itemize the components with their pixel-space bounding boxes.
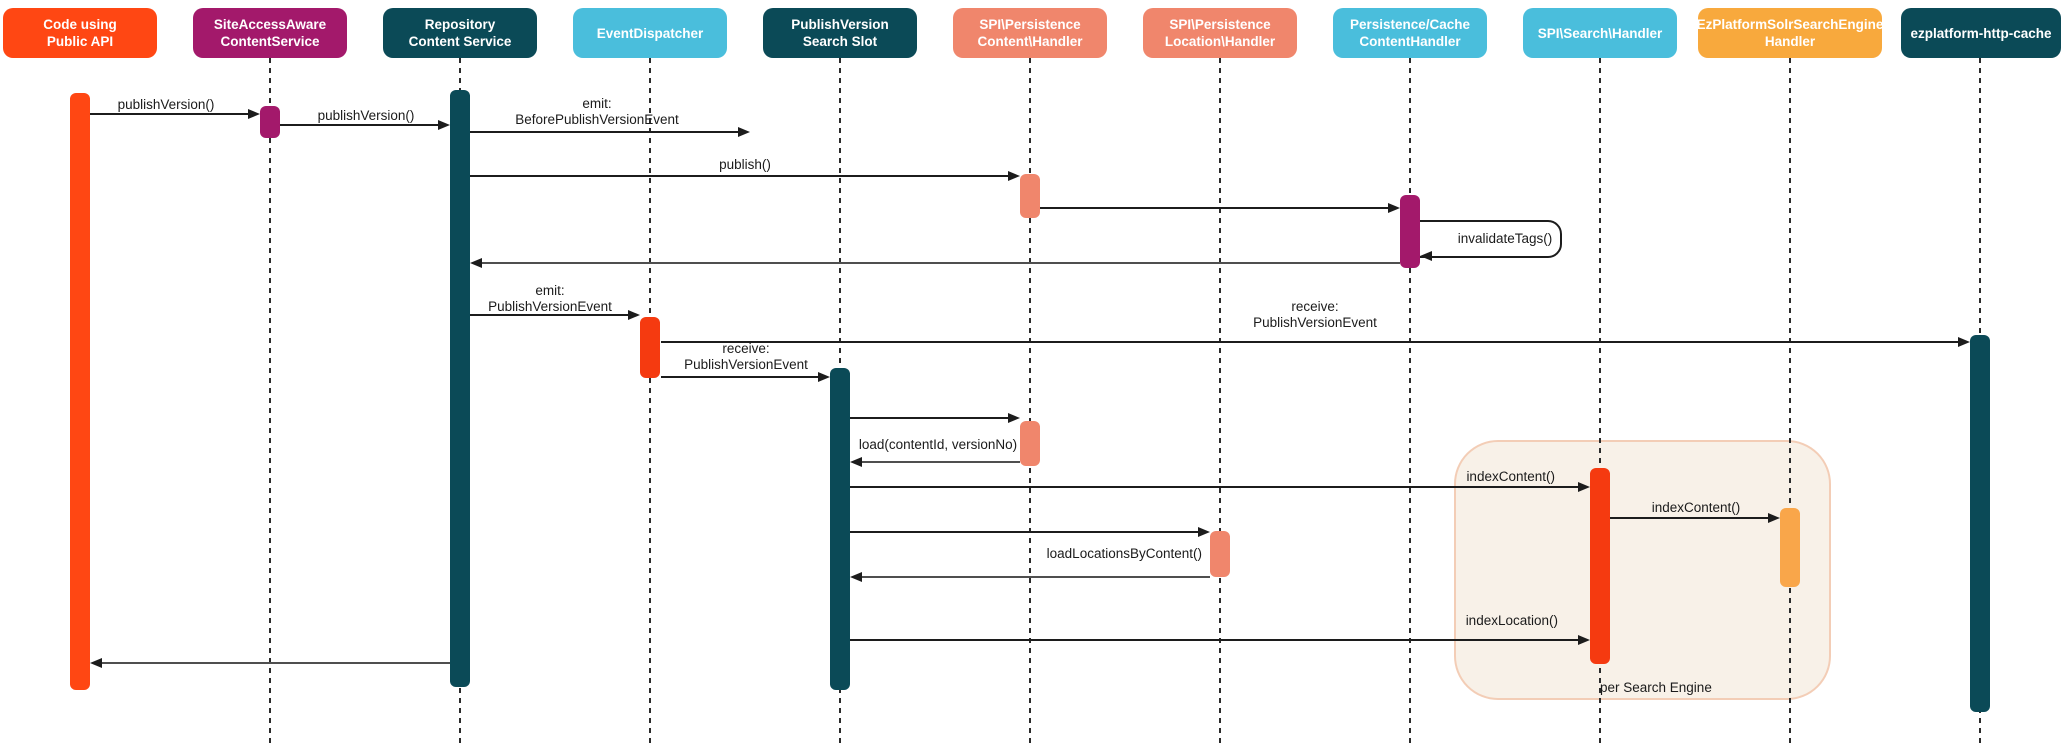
label-emit-publish-version: emit: PublishVersionEvent	[488, 283, 612, 314]
arrow-content-to-persistence	[1040, 207, 1389, 209]
arrowhead-persistence-return	[470, 258, 482, 268]
label-index-location: indexLocation()	[1465, 613, 1558, 628]
activation-code-public-api	[70, 93, 90, 690]
activation-spi-content-handler-publish	[1020, 174, 1040, 218]
activation-http-cache	[1970, 335, 1990, 712]
lifeline-ezplatformsolrsearchengine-handler	[1789, 58, 1791, 745]
activation-solr-engine	[1780, 508, 1800, 587]
arrowhead-index-content	[1578, 482, 1590, 492]
arrowhead-publish-version-1	[248, 109, 260, 119]
arrowhead-emit-publish-version	[628, 310, 640, 320]
per-search-engine-frame	[1454, 440, 1831, 700]
arrow-receive-search-slot	[661, 376, 819, 378]
arrowhead-content-to-persistence	[1388, 203, 1400, 213]
actor-eventdispatcher: EventDispatcher	[573, 8, 727, 58]
arrow-emit-publish-version	[470, 314, 629, 316]
arrow-persistence-return	[481, 262, 1400, 264]
arrow-emit-before-publish	[470, 131, 739, 133]
activation-eventdispatcher	[640, 317, 660, 378]
lifeline-spi-persistence-location-handler	[1219, 58, 1221, 745]
activation-publishversion-search-slot	[830, 368, 850, 690]
arrowhead-receive-search-slot	[818, 372, 830, 382]
actor-code-using-public-api: Code using Public API	[3, 8, 157, 58]
arrow-load-locations	[850, 531, 1199, 533]
lifeline-spi-search-handler	[1599, 58, 1601, 745]
arrow-index-content	[850, 486, 1579, 488]
activation-spi-location-handler	[1210, 531, 1230, 577]
activation-persistence-cache	[1400, 195, 1420, 268]
arrow-final-return	[101, 662, 450, 664]
arrowhead-load-content-return	[850, 457, 862, 467]
actor-repository-content-service: Repository Content Service	[383, 8, 537, 58]
arrow-load-content-return	[861, 461, 1020, 463]
arrowhead-publish	[1008, 171, 1020, 181]
label-receive-http-cache: receive: PublishVersionEvent	[1253, 299, 1377, 330]
actor-spi-search-handler: SPI\Search\Handler	[1523, 8, 1677, 58]
actor-siteaccessaware-contentservice: SiteAccessAware ContentService	[193, 8, 347, 58]
lifeline-siteaccessaware-contentservice	[269, 58, 271, 745]
activation-spi-content-handler-load	[1020, 421, 1040, 466]
arrowhead-load-content	[1008, 413, 1020, 423]
arrowhead-final-return	[90, 658, 102, 668]
actor-spi-persistence-content-handler: SPI\Persistence Content\Handler	[953, 8, 1107, 58]
arrow-load-locations-return	[861, 576, 1210, 578]
arrow-index-location	[850, 639, 1579, 641]
label-publish-version-1: publishVersion()	[117, 97, 215, 112]
lifeline-spi-persistence-content-handler	[1029, 58, 1031, 745]
lifeline-eventdispatcher	[649, 58, 651, 745]
activation-spi-search-handler	[1590, 468, 1610, 664]
arrow-publish-version-1	[90, 113, 249, 115]
arrow-index-content-solr	[1610, 517, 1769, 519]
label-index-content: indexContent()	[1466, 469, 1555, 484]
arrowhead-index-content-solr	[1768, 513, 1780, 523]
label-load-content: load(contentId, versionNo)	[858, 437, 1018, 452]
label-invalidate-tags: invalidateTags()	[1457, 231, 1553, 246]
arrow-receive-http-cache	[661, 341, 1959, 343]
arrowhead-publish-version-2	[438, 120, 450, 130]
arrow-publish	[470, 175, 1009, 177]
actor-persistence-cache-contenthandler: Persistence/Cache ContentHandler	[1333, 8, 1487, 58]
arrow-load-content	[850, 417, 1009, 419]
arrowhead-emit-before-publish	[738, 127, 750, 137]
lifeline-persistence-cache-contenthandler	[1409, 58, 1411, 745]
label-per-search-engine: per Search Engine	[1600, 680, 1712, 695]
actor-spi-persistence-location-handler: SPI\Persistence Location\Handler	[1143, 8, 1297, 58]
activation-siteaccessaware	[260, 106, 280, 138]
label-publish: publish()	[719, 157, 771, 172]
arrowhead-receive-http-cache	[1958, 337, 1970, 347]
label-load-locations: loadLocationsByContent()	[1046, 546, 1202, 561]
arrowhead-load-locations	[1198, 527, 1210, 537]
arrow-publish-version-2	[280, 124, 439, 126]
actor-publishversion-search-slot: PublishVersion Search Slot	[763, 8, 917, 58]
actor-ezplatformsolrsearchengine-handler: EzPlatformSolrSearchEngine Handler	[1697, 8, 1883, 58]
arrowhead-invalidate-tags-return	[1420, 251, 1432, 261]
label-index-content-solr: indexContent()	[1651, 500, 1741, 515]
actor-ezplatform-http-cache: ezplatform-http-cache	[1901, 8, 2061, 58]
arrowhead-index-location	[1578, 635, 1590, 645]
label-publish-version-2: publishVersion()	[317, 108, 415, 123]
label-emit-before-publish: emit: BeforePublishVersionEvent	[515, 96, 679, 127]
label-receive-search-slot: receive: PublishVersionEvent	[684, 341, 808, 372]
arrowhead-load-locations-return	[850, 572, 862, 582]
activation-repository-content-service	[450, 90, 470, 687]
